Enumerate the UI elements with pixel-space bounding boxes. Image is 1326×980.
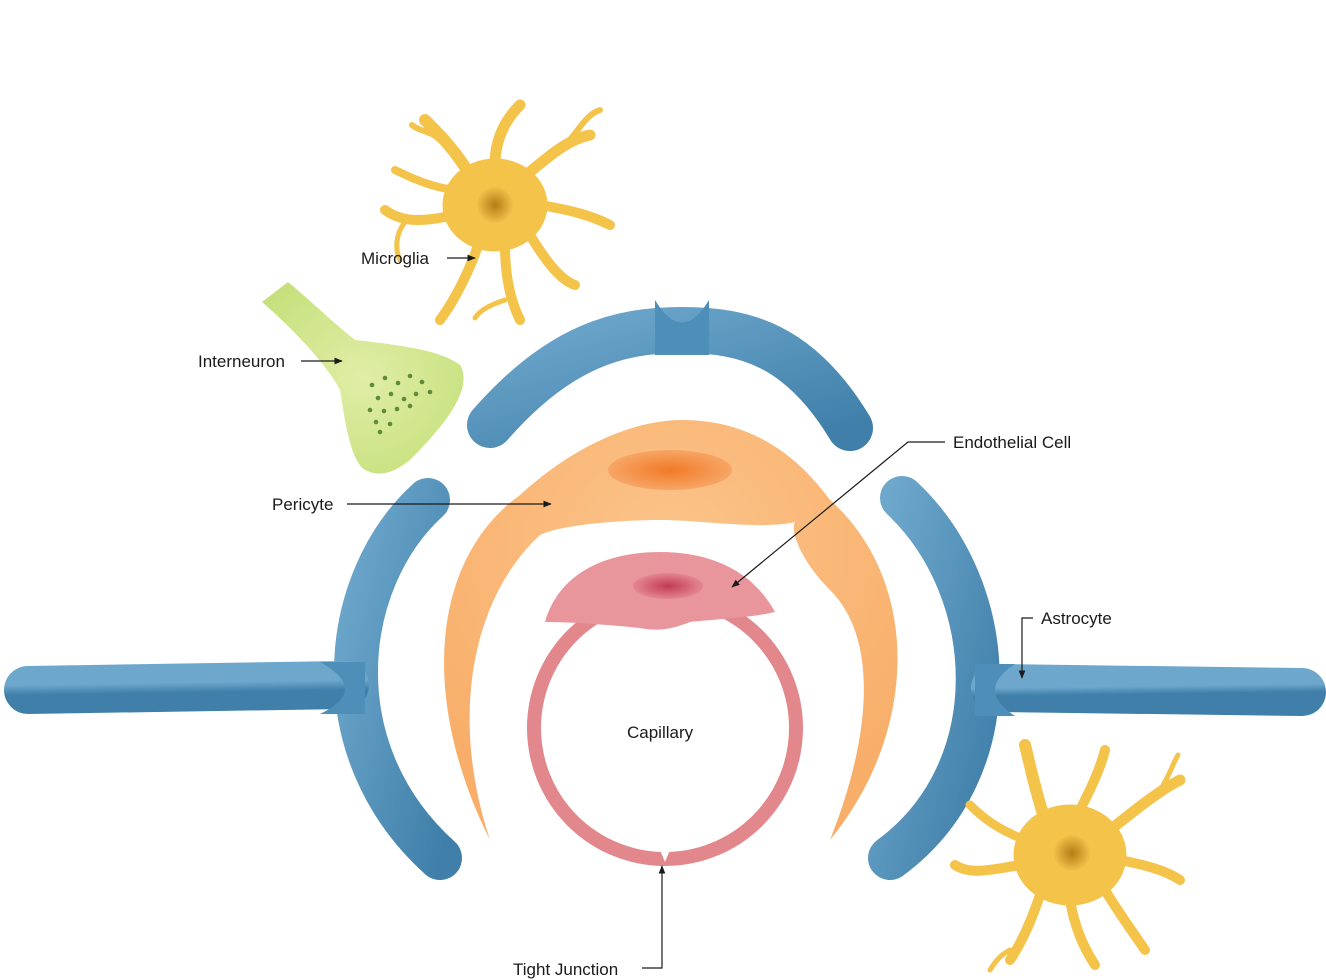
microglia-top [380, 99, 615, 325]
astrocyte-right-endfoot [868, 476, 1000, 880]
interneuron-vesicles [367, 373, 433, 435]
tight-junction-notch [660, 850, 670, 862]
astrocyte-right-process [971, 664, 1326, 716]
astrocyte-left-process [4, 661, 369, 714]
pericyte-body [444, 420, 898, 840]
label-microglia: Microglia [361, 249, 430, 268]
astrocyte-arrow [1018, 617, 1033, 679]
interneuron [262, 282, 464, 474]
microglia-top-nucleus [477, 187, 513, 223]
label-astrocyte: Astrocyte [1041, 609, 1112, 628]
label-endothelial-cell: Endothelial Cell [953, 433, 1071, 452]
tight-junction-arrow [642, 865, 666, 969]
astrocyte-left-endfoot [334, 478, 462, 880]
label-tight-junction: Tight Junction [513, 960, 618, 979]
astrocyte-junctions [320, 300, 1015, 716]
endothelial-arrow [731, 441, 945, 588]
label-pericyte: Pericyte [272, 495, 333, 514]
endothelial-nucleus [633, 573, 703, 599]
label-interneuron: Interneuron [198, 352, 285, 371]
microglia-bottom-nucleus [1054, 835, 1090, 871]
pericyte-nucleus [608, 450, 732, 490]
label-capillary: Capillary [627, 723, 694, 742]
